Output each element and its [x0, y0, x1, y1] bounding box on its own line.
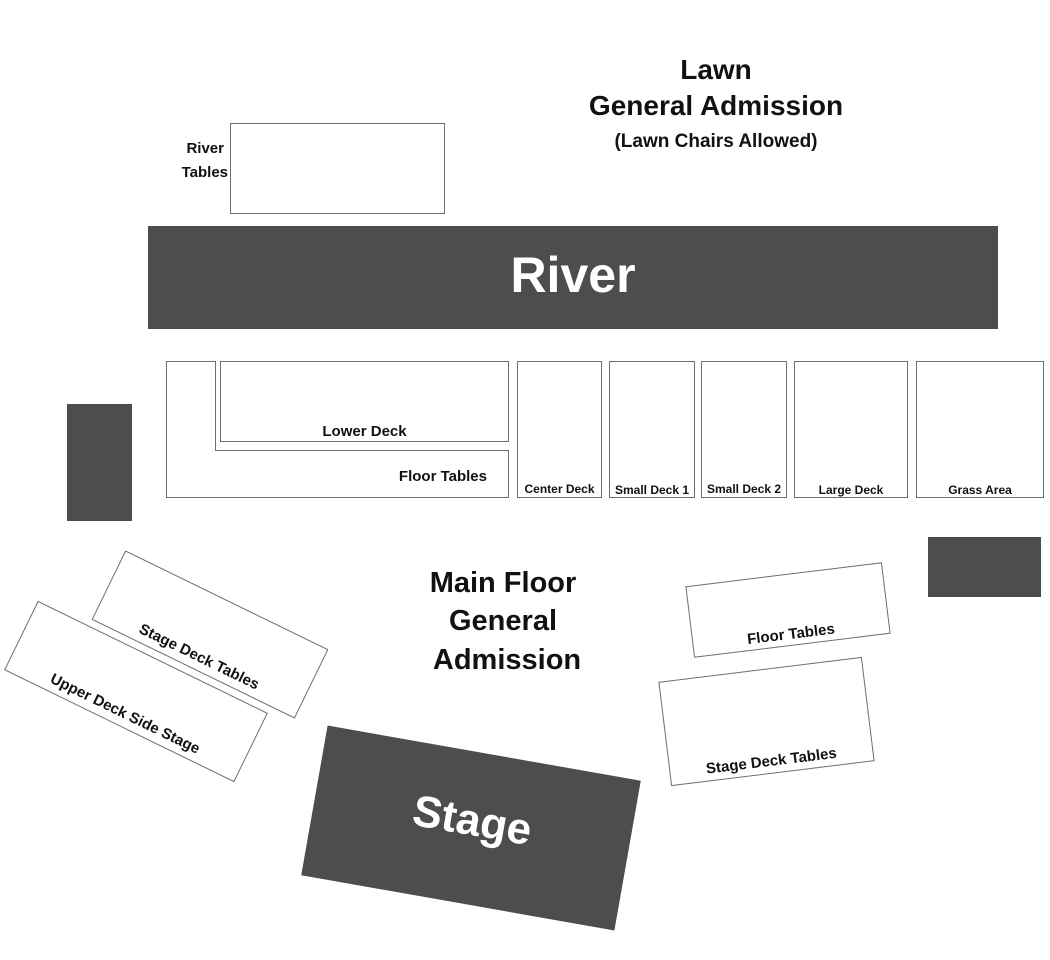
stage-label: Stage	[409, 786, 536, 856]
section-river-tables[interactable]	[230, 123, 445, 214]
lawn-note: (Lawn Chairs Allowed)	[614, 131, 818, 152]
section-floor-tables-left[interactable]: Floor Tables	[166, 361, 509, 498]
section-grass-area[interactable]: Grass Area	[916, 361, 1044, 498]
main-floor-title: Main Floor	[429, 567, 577, 599]
small-deck-1-label: Small Deck 1	[614, 483, 690, 497]
floor-tables-right-label: Floor Tables	[746, 620, 836, 649]
right-structure	[928, 537, 1041, 597]
section-center-deck[interactable]: Center Deck	[517, 361, 602, 498]
main-floor-admission: Admission	[432, 644, 582, 676]
river-label: River	[510, 247, 636, 303]
stage: Stage	[301, 725, 641, 931]
floor-tables-left-label: Floor Tables	[398, 468, 487, 485]
stage-deck-tables-right-label: Stage Deck Tables	[705, 744, 838, 778]
section-large-deck[interactable]: Large Deck	[794, 361, 908, 498]
section-lower-deck[interactable]: Lower Deck	[220, 361, 509, 442]
river-tables-label-line2: Tables	[181, 164, 228, 181]
river-area: River	[148, 226, 998, 329]
section-small-deck-2[interactable]: Small Deck 2	[701, 361, 787, 498]
large-deck-label: Large Deck	[818, 483, 884, 497]
section-stage-deck-tables-right[interactable]: Stage Deck Tables	[658, 656, 875, 787]
center-deck-label: Center Deck	[524, 482, 595, 496]
section-small-deck-1[interactable]: Small Deck 1	[609, 361, 695, 498]
lawn-title: Lawn	[680, 54, 752, 85]
lower-deck-label: Lower Deck	[322, 423, 407, 440]
main-floor-subtitle: General	[449, 605, 557, 637]
river-tables-label-line1: River	[186, 140, 224, 157]
small-deck-2-label: Small Deck 2	[706, 482, 782, 496]
left-structure	[67, 404, 132, 521]
grass-area-label: Grass Area	[948, 483, 1012, 497]
lawn-subtitle: General Admission	[588, 90, 844, 121]
section-floor-tables-right[interactable]: Floor Tables	[685, 562, 891, 658]
floor-tables-outline	[166, 361, 509, 498]
